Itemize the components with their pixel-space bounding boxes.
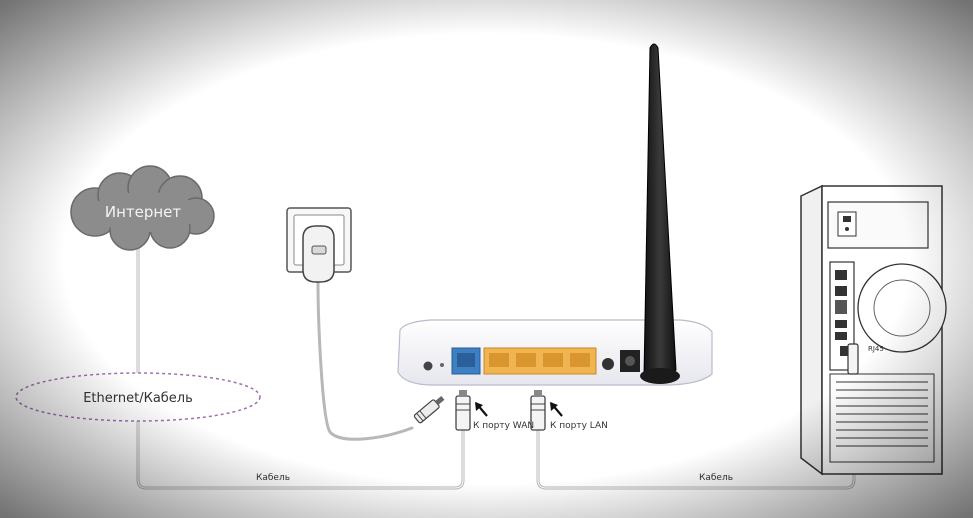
wan-port-label: К порту WAN [473, 421, 534, 431]
cable-label-right: Кабель [699, 473, 733, 483]
power-jack [620, 350, 640, 372]
pc-expansion-slots [829, 373, 935, 463]
ethernet-label: Ethernet/Кабель [83, 391, 193, 406]
power-button [602, 358, 614, 370]
ethernet-ellipse: Ethernet/Кабель [15, 372, 261, 422]
cable-label-left: Кабель [256, 473, 290, 483]
pc-cable-plug [847, 343, 859, 375]
status-led [440, 363, 444, 367]
wan-port [451, 347, 481, 375]
pc-tower: RJ45 [800, 184, 947, 476]
power-adapter [302, 225, 335, 283]
reset-button [423, 361, 433, 371]
pc-fan [857, 263, 947, 353]
lan-ports [483, 347, 597, 375]
pc-port-label: RJ45 [868, 345, 884, 353]
lan-port-label: К порту LAN [550, 421, 608, 431]
internet-label: Интернет [105, 203, 182, 221]
